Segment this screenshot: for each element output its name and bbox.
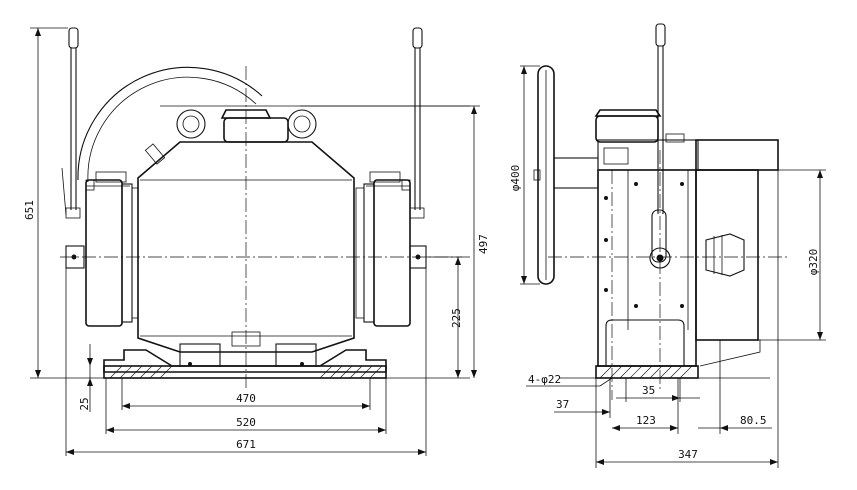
side-view: φ400 φ320 4-φ22 35 37 123 80.5 [509,23,826,468]
dim-base-thickness: 25 [78,397,91,410]
dim-height-total: 651 [23,200,36,220]
front-view: 651 497 225 25 470 520 [23,27,490,456]
dim-offset-123: 123 [636,414,656,427]
dim-handwheel: φ400 [509,165,522,192]
dim-width-overall: 671 [236,438,256,451]
dim-height-center: 497 [477,234,490,254]
dim-sheave: φ320 [807,249,820,276]
dim-height-axis: 225 [450,308,463,328]
dim-width-base: 520 [236,416,256,429]
dim-width-bolt: 470 [236,392,256,405]
dim-holes: 4-φ22 [528,373,561,386]
dim-depth-overall: 347 [678,448,698,461]
dim-offset-37: 37 [556,398,569,411]
dim-offset-35: 35 [642,384,655,397]
dim-offset-80-5: 80.5 [740,414,767,427]
